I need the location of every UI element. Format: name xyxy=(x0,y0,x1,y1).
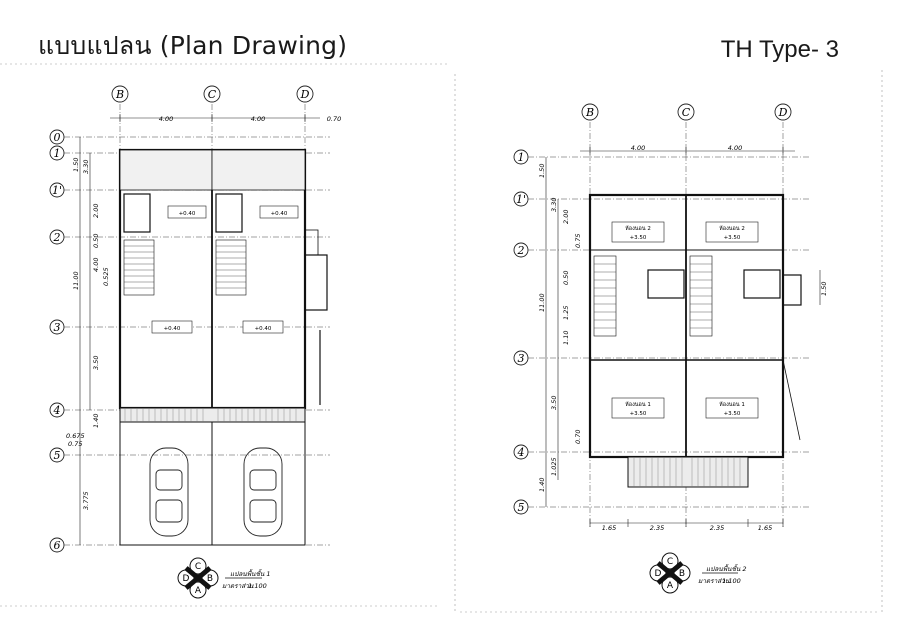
plan2-room-level-3: +3.50 xyxy=(630,411,647,417)
plan1-grid-row-1: 1 xyxy=(54,147,61,160)
plan2-caption-scale-label: มาตราส่วน xyxy=(698,577,730,585)
plan-ground-floor: B C D 4.00 4.00 0.70 0 xyxy=(49,85,341,599)
plan2-dim-bottom-2: 2.35 xyxy=(650,524,664,532)
plan1-compass-a: A xyxy=(195,586,202,596)
plan2-room-level-2: +3.50 xyxy=(724,235,741,241)
plan2-dim-left-12: 1.025 xyxy=(550,457,558,476)
plan2-compass-c: C xyxy=(667,557,673,567)
plan2-dim-left-8: 11.00 xyxy=(538,293,546,312)
plan1-grid-row-4: 4 xyxy=(53,404,61,417)
plan2-caption-title: แปลนพื้นชั้น 2 xyxy=(706,564,747,573)
plan1-car-left xyxy=(149,447,189,537)
plan2-grid-row-1p: 1' xyxy=(516,193,526,206)
plan1-room-level-2: +0.40 xyxy=(271,211,288,217)
plan2-room-name-4: ห้องนอน 1 xyxy=(719,401,745,408)
plan2-compass-a: A xyxy=(667,581,674,591)
plan1-dim-top-1: 4.00 xyxy=(159,115,173,123)
plan1-dim-left-11: 0.75 xyxy=(68,440,82,448)
plan1-grid-row-2: 2 xyxy=(53,231,61,244)
plan2-dim-bottom-3: 2.35 xyxy=(710,524,724,532)
plan2-dim-left-9: 3.50 xyxy=(550,396,558,410)
plan1-caption-scale-label: มาตราส่วน xyxy=(222,582,254,590)
plan1-dim-left-9: 1.40 xyxy=(92,414,100,428)
plan1-grid-col-b: B xyxy=(115,88,124,101)
plan1-grid-row-5: 5 xyxy=(54,449,61,462)
plan2-dim-left-7: 1.10 xyxy=(562,331,570,345)
page-title: แบบแปลน (Plan Drawing) xyxy=(38,31,348,60)
plan2-dim-left-11: 1.40 xyxy=(538,478,546,492)
plan2-grid-col-b: B xyxy=(585,106,594,119)
plan1-dim-left-10: 0.675 xyxy=(66,432,85,440)
plan2-dim-bottom-4: 1.65 xyxy=(758,524,772,532)
plan2-room-name-3: ห้องนอน 1 xyxy=(625,401,651,408)
plan2-compass-d: D xyxy=(655,569,662,579)
plan-upper-floor: B C D 4.00 4.00 1 1' 2 3 4 5 xyxy=(513,103,828,594)
plan2-compass xyxy=(649,552,691,594)
plan2-grid-row-4: 4 xyxy=(517,446,525,459)
plan1-room-level-4: +0.40 xyxy=(255,326,272,332)
plan2-dim-left-1: 1.50 xyxy=(538,164,546,178)
plan2-dim-left-4: 0.75 xyxy=(574,234,582,248)
plan2-dim-bottom-1: 1.65 xyxy=(602,524,616,532)
plan1-grid-col-c: C xyxy=(208,88,217,101)
plan1-grid-row-3: 3 xyxy=(54,321,61,334)
plan2-dim-left-5: 0.50 xyxy=(562,271,570,285)
plan1-dim-top-2: 4.00 xyxy=(251,115,265,123)
plan1-dim-left-8: 3.50 xyxy=(92,356,100,370)
plan1-room-level-1: +0.40 xyxy=(179,211,196,217)
plan2-grid-col-c: C xyxy=(682,106,691,119)
plan2-room-level-1: +3.50 xyxy=(630,235,647,241)
plan1-grid-columns xyxy=(111,85,314,103)
plan1-grid-col-d: D xyxy=(300,88,310,101)
type-label: TH Type- 3 xyxy=(720,36,839,63)
plan2-grid-col-d: D xyxy=(778,106,788,119)
plan2-compass-b: B xyxy=(679,569,685,579)
plan2-dim-left-2: 3.30 xyxy=(550,198,558,212)
plan2-dim-left-6: 1.25 xyxy=(562,306,570,320)
plan1-grid-row-0: 0 xyxy=(54,131,61,144)
plan1-dim-left-2: 3.30 xyxy=(82,160,90,174)
plan2-dim-top-1: 4.00 xyxy=(631,144,645,152)
plan1-dim-left-7: 11.00 xyxy=(72,271,80,290)
plan1-caption-title: แปลนพื้นชั้น 1 xyxy=(230,569,271,578)
plan1-dim-left-1: 1.50 xyxy=(72,158,80,172)
plan2-dim-top-2: 4.00 xyxy=(728,144,742,152)
plan1-dim-left-4: 0.50 xyxy=(92,234,100,248)
plan1-dim-top-3: 0.70 xyxy=(327,115,341,123)
plan2-room-level-4: +3.50 xyxy=(724,411,741,417)
plan2-grid-row-1: 1 xyxy=(518,151,525,164)
plan2-grid-row-2: 2 xyxy=(517,244,525,257)
plan1-dim-left-5: 4.00 xyxy=(92,258,100,272)
plan1-compass-c: C xyxy=(195,562,201,572)
plan1-dim-left-3: 2.00 xyxy=(92,204,100,218)
plan2-grid-row-5: 5 xyxy=(518,501,525,514)
plan1-compass xyxy=(177,557,219,599)
plan2-dim-left-10: 0.70 xyxy=(574,430,582,444)
plan1-dim-left-12: 3.775 xyxy=(82,491,90,510)
plan1-compass-d: D xyxy=(183,574,190,584)
plan1-room-level-3: +0.40 xyxy=(164,326,181,332)
plan2-dim-right-1: 1.50 xyxy=(820,282,828,296)
plan1-grid-row-1p: 1' xyxy=(52,184,62,197)
plan1-dim-left-6: 0.525 xyxy=(102,267,110,286)
plan2-dim-left-3: 2.00 xyxy=(562,210,570,224)
plan2-grid-row-3: 3 xyxy=(518,352,525,365)
plan2-caption-scale: 1:100 xyxy=(722,577,741,585)
plan2-room-name-1: ห้องนอน 2 xyxy=(625,225,651,232)
plan1-grid-row-6: 6 xyxy=(54,539,61,552)
plan2-room-name-2: ห้องนอน 2 xyxy=(719,225,745,232)
plan1-compass-b: B xyxy=(207,574,213,584)
plan1-caption-scale: 1:100 xyxy=(248,582,267,590)
plan1-car-right xyxy=(243,447,283,537)
